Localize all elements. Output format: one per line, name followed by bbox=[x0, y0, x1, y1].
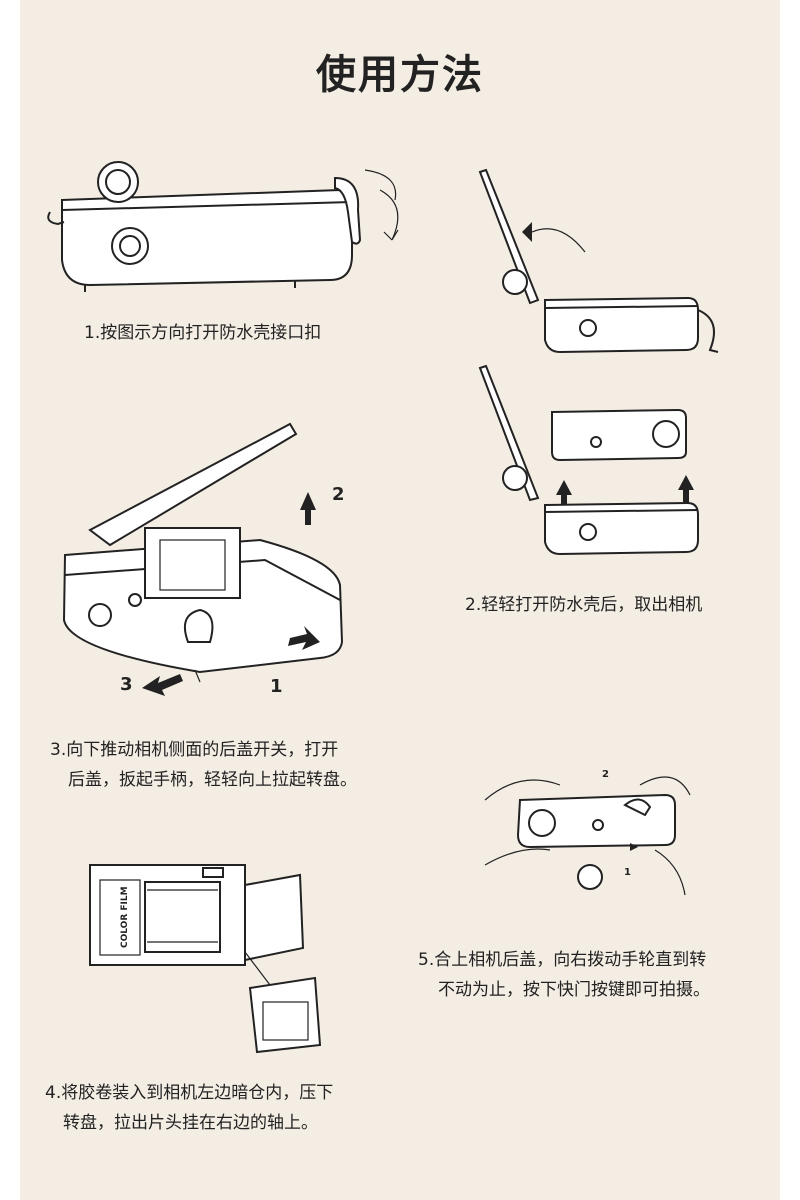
step4-text-line1: 将胶卷装入到相机左边暗仓内，压下 bbox=[61, 1083, 334, 1103]
step5-text-line2: 不动为止，按下快门按键即可拍摄。 bbox=[438, 980, 710, 1000]
step2-number: 2. bbox=[465, 595, 482, 615]
step5-label-1: 1 bbox=[624, 867, 631, 878]
step3-label-2: 2 bbox=[332, 484, 345, 505]
step3-number: 3. bbox=[50, 740, 67, 760]
step3-text-line1: 向下推动相机侧面的后盖开关，打开 bbox=[66, 740, 339, 760]
step1-number: 1. bbox=[84, 323, 101, 343]
step3-caption: 3.向下推动相机侧面的后盖开关，打开 后盖，扳起手柄，轻轻向上拉起转盘。 bbox=[50, 735, 357, 795]
step5-label-2: 2 bbox=[602, 769, 609, 780]
step5-illustration: 1 2 bbox=[484, 769, 691, 896]
step4-text-line2: 转盘，拉出片头挂在右边的轴上。 bbox=[63, 1113, 318, 1133]
step3-label-3: 3 bbox=[120, 674, 133, 695]
step2-text: 轻轻打开防水壳后，取出相机 bbox=[481, 595, 703, 615]
step4-number: 4. bbox=[45, 1083, 62, 1103]
film-canister-label: COLOR FILM bbox=[120, 886, 130, 948]
page-title: 使用方法 bbox=[316, 52, 484, 98]
step3-text-line2: 后盖，扳起手柄，轻轻向上拉起转盘。 bbox=[68, 770, 357, 790]
step5-caption: 5.合上相机后盖，向右拨动手轮直到转 不动为止，按下快门按键即可拍摄。 bbox=[418, 945, 710, 1005]
step2-illustration bbox=[478, 168, 719, 556]
step1-illustration bbox=[47, 161, 399, 292]
step4-caption: 4.将胶卷装入到相机左边暗仓内，压下 转盘，拉出片头挂在右边的轴上。 bbox=[45, 1078, 333, 1138]
step3-illustration: 1 2 3 bbox=[62, 422, 345, 697]
step2-caption: 2.轻轻打开防水壳后，取出相机 bbox=[465, 590, 702, 620]
step5-number: 5. bbox=[418, 950, 435, 970]
step1-text: 按图示方向打开防水壳接口扣 bbox=[100, 323, 322, 343]
step3-label-1: 1 bbox=[270, 676, 283, 697]
step5-text-line1: 合上相机后盖，向右拨动手轮直到转 bbox=[434, 950, 707, 970]
step4-illustration: COLOR FILM bbox=[89, 864, 322, 1054]
step1-caption: 1.按图示方向打开防水壳接口扣 bbox=[84, 318, 321, 348]
